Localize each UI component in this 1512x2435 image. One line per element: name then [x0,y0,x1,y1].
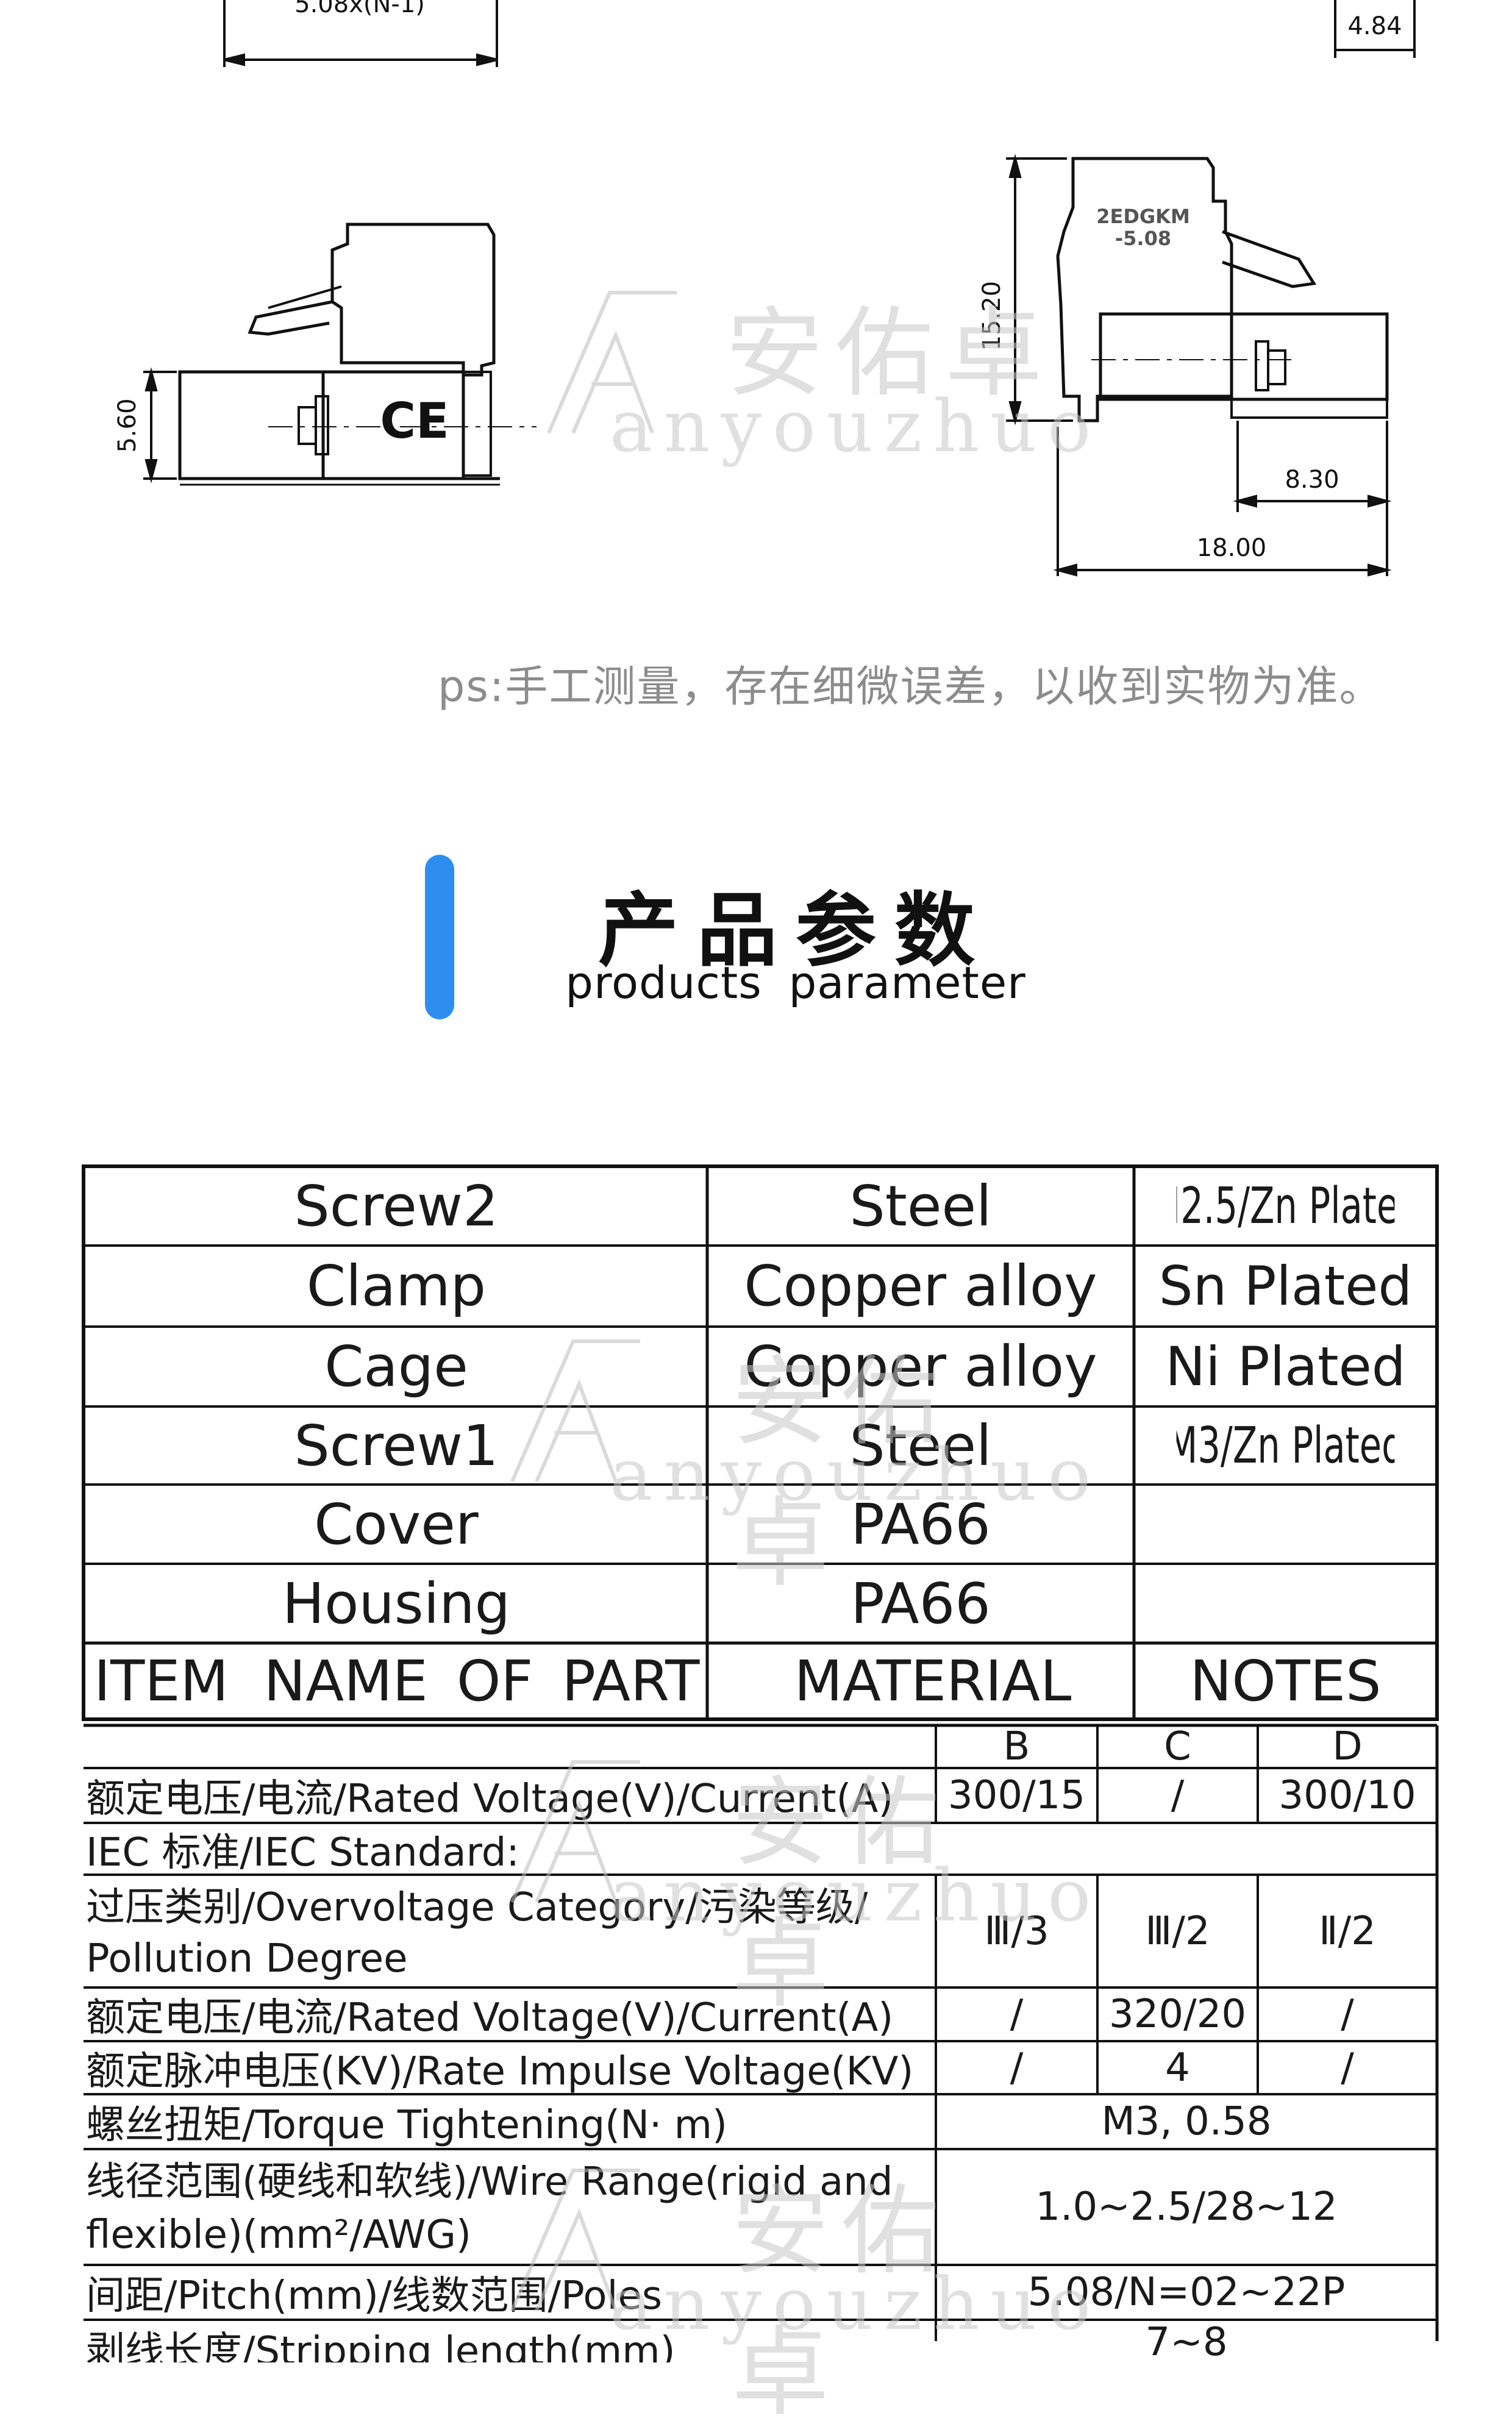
spec-table: B C D 额定电压/电流/Rated Voltage(V)/Current(A… [84,1724,1439,2362]
spec-value-impulse-voltage-c: 4 [1165,2045,1190,2091]
spec-label-torque: 螺丝扭矩/Torque Tightening(N· m) [86,2103,727,2148]
spec-label-overvoltage: 过压类别/Overvoltage Category/污染等级/ [86,1885,868,1930]
dim-top-pitch: 5.08x(N-1) [294,0,425,18]
header-notes: NOTES [1189,1649,1382,1714]
spec-col-c: C [1164,1725,1191,1768]
spec-table-grid [84,1724,1439,2341]
part-notes-clamp: Sn Plated [1158,1255,1413,1317]
spec-value-impulse-voltage-d: / [1341,2045,1354,2091]
part-notes-screw1: M3/Zn Plated [1176,1416,1395,1475]
technical-drawing: 5.08x(N-1) 4.84 5.60 15.20 8.30 18.00 2E… [113,0,1416,577]
spec-value-rated-voltage-1-d: 300/10 [1278,1773,1416,1818]
part-name-screw1: Screw1 [294,1413,499,1478]
spec-label-stripping-length: 剥线长度/Stripping length(mm) [86,2329,676,2362]
section-accent-bar [425,855,454,1019]
spec-value-overvoltage-d: Ⅱ/2 [1319,1908,1376,1954]
spec-value-rated-voltage-2-c: 320/20 [1108,1992,1247,2037]
part-name-housing: Housing [282,1570,510,1636]
part-material-cover: PA66 [850,1491,991,1557]
spec-label-wire-range: 线径范围(硬线和软线)/Wire Range(rigid and [86,2159,893,2205]
spec-label-rated-voltage-1: 额定电压/电流/Rated Voltage(V)/Current(A) [86,1777,894,1822]
section-title-en: products parameter [565,957,1026,1008]
part-material-clamp: Copper alloy [744,1253,1097,1319]
spec-value-overvoltage-c: Ⅲ/2 [1145,1908,1210,1954]
dim-left-height: 5.60 [113,398,141,452]
part-name-cage: Cage [324,1334,468,1399]
header-item: ITEM [94,1649,229,1714]
spec-col-d: D [1332,1725,1363,1768]
part-name-clamp: Clamp [306,1253,487,1319]
spec-label-rated-voltage-2: 额定电压/电流/Rated Voltage(V)/Current(A) [86,1995,894,2041]
spec-value-rated-voltage-1-b: 300/15 [947,1773,1086,1818]
spec-label-impulse-voltage: 额定脉冲电压(KV)/Rate Impulse Voltage(KV) [86,2048,914,2094]
part-name-cover: Cover [314,1491,479,1557]
spec-value-stripping-length: 7~8 [1145,2320,1228,2362]
parts-table: Screw2 Steel M2.5/Zn Plated Clamp Copper… [82,1164,1439,1721]
header-material: MATERIAL [794,1649,1072,1714]
ce-mark: CE [380,393,449,449]
spec-label-iec-standard: IEC 标准/IEC Standard: [86,1830,519,1875]
parts-table-grid [82,1164,1439,1721]
spec-col-b: B [1003,1725,1030,1768]
part-marking-line1: 2EDGKM [1096,205,1190,228]
spec-value-wire-range: 1.0~2.5/28~12 [1035,2184,1338,2230]
dim-right-depth: 8.30 [1285,466,1339,494]
spec-label-pitch: 间距/Pitch(mm)/线数范围/Poles [86,2273,663,2319]
spec-value-rated-voltage-2-b: / [1010,1992,1024,2037]
spec-label-wire-range-2: flexible)(mm²/AWG) [86,2212,471,2258]
measurement-note: ps:手工测量，存在细微误差，以收到实物为准。 [438,661,1383,711]
spec-value-overvoltage-b: Ⅲ/3 [984,1908,1049,1954]
dim-right-height: 15.20 [978,281,1006,351]
spec-value-impulse-voltage-b: / [1010,2045,1024,2091]
part-material-cage: Copper alloy [744,1334,1097,1399]
header-name-of-part: NAME OF PART [263,1649,700,1714]
dim-right-total: 18.00 [1197,534,1267,562]
spec-value-rated-voltage-1-c: / [1171,1773,1185,1818]
spec-value-rated-voltage-2-d: / [1341,1992,1354,2037]
part-notes-cage: Ni Plated [1165,1335,1406,1398]
spec-label-pollution-degree: Pollution Degree [86,1936,408,1981]
spec-value-torque: M3, 0.58 [1101,2099,1272,2144]
part-material-screw1: Steel [849,1413,992,1478]
part-notes-screw2: M2.5/Zn Plated [1177,1177,1395,1235]
dim-top-right: 4.84 [1347,12,1402,40]
part-marking-line2: -5.08 [1115,227,1171,250]
part-material-housing: PA66 [850,1570,991,1636]
spec-value-pitch: 5.08/N=02~22P [1027,2270,1346,2315]
part-name-screw2: Screw2 [294,1173,499,1239]
part-material-screw2: Steel [849,1173,992,1239]
section-title-zh: 产品参数 [598,884,993,978]
